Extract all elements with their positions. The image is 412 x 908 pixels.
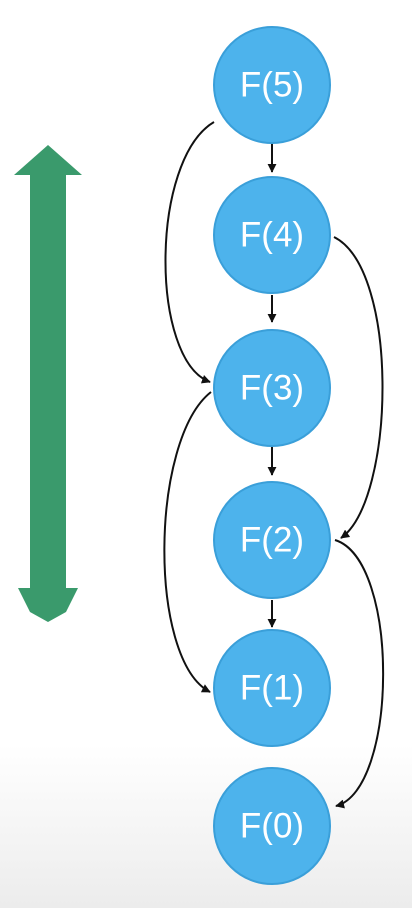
node-f4: F(4) bbox=[213, 176, 331, 294]
node-label: F(0) bbox=[240, 807, 304, 846]
node-label: F(4) bbox=[240, 216, 304, 255]
edge-f3-to-f1 bbox=[163, 391, 212, 693]
node-label: F(3) bbox=[240, 369, 304, 408]
node-f0: F(0) bbox=[213, 767, 331, 885]
upward-direction-arrow bbox=[14, 145, 82, 622]
edges-layer bbox=[163, 121, 385, 809]
edge-f5-to-f3 bbox=[164, 121, 215, 384]
node-label: F(2) bbox=[240, 521, 304, 560]
edge-f2-to-f0 bbox=[334, 539, 385, 809]
edge-f4-to-f2 bbox=[333, 236, 384, 539]
node-f2: F(2) bbox=[213, 481, 331, 599]
node-f1: F(1) bbox=[213, 629, 331, 747]
node-f5: F(5) bbox=[213, 26, 331, 144]
node-f3: F(3) bbox=[213, 329, 331, 447]
node-label: F(5) bbox=[240, 66, 304, 105]
node-label: F(1) bbox=[240, 669, 304, 708]
